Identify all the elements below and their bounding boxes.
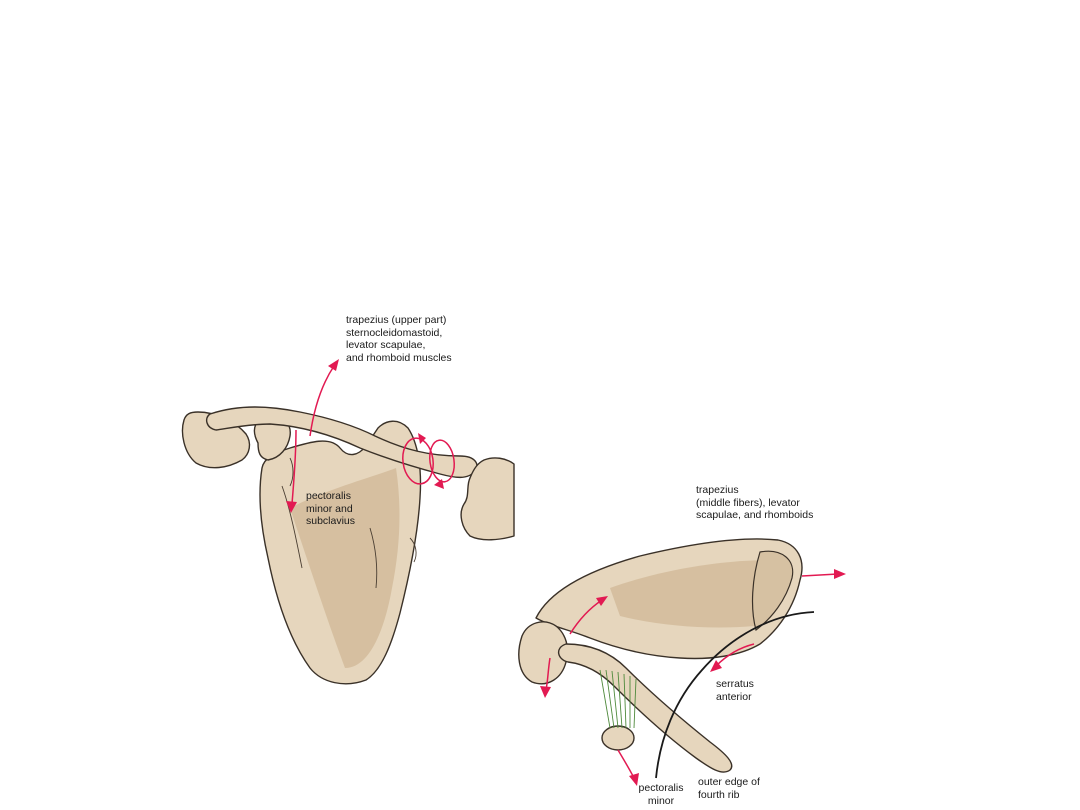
fourth-rib-outline [655, 611, 815, 779]
pectoralis-minor-fibers [599, 669, 637, 729]
left-clavicle [205, 406, 478, 479]
label-upper-elevators: trapezius (upper part) sternocleidomasto… [346, 314, 452, 364]
left-shoulder-view [181, 359, 515, 685]
label-retractors: trapezius (middle fibers), levator scapu… [696, 484, 814, 521]
label-fourth-rib: outer edge of fourth rib [698, 776, 760, 801]
figure-drawing [181, 359, 846, 786]
label-serratus-anterior: serratus anterior [716, 678, 754, 703]
label-pectoralis-minor: pectoralis minor [638, 782, 684, 807]
right-scapular-spine [751, 550, 794, 632]
left-sternum [460, 457, 515, 541]
label-depressors: pectoralis minor and subclavius [306, 490, 356, 527]
right-shoulder-view [518, 538, 846, 786]
right-clavicle [558, 643, 733, 773]
right-coracoid [601, 725, 635, 751]
shoulder-girdle-figure: trapezius (upper part) sternocleidomasto… [170, 308, 850, 810]
